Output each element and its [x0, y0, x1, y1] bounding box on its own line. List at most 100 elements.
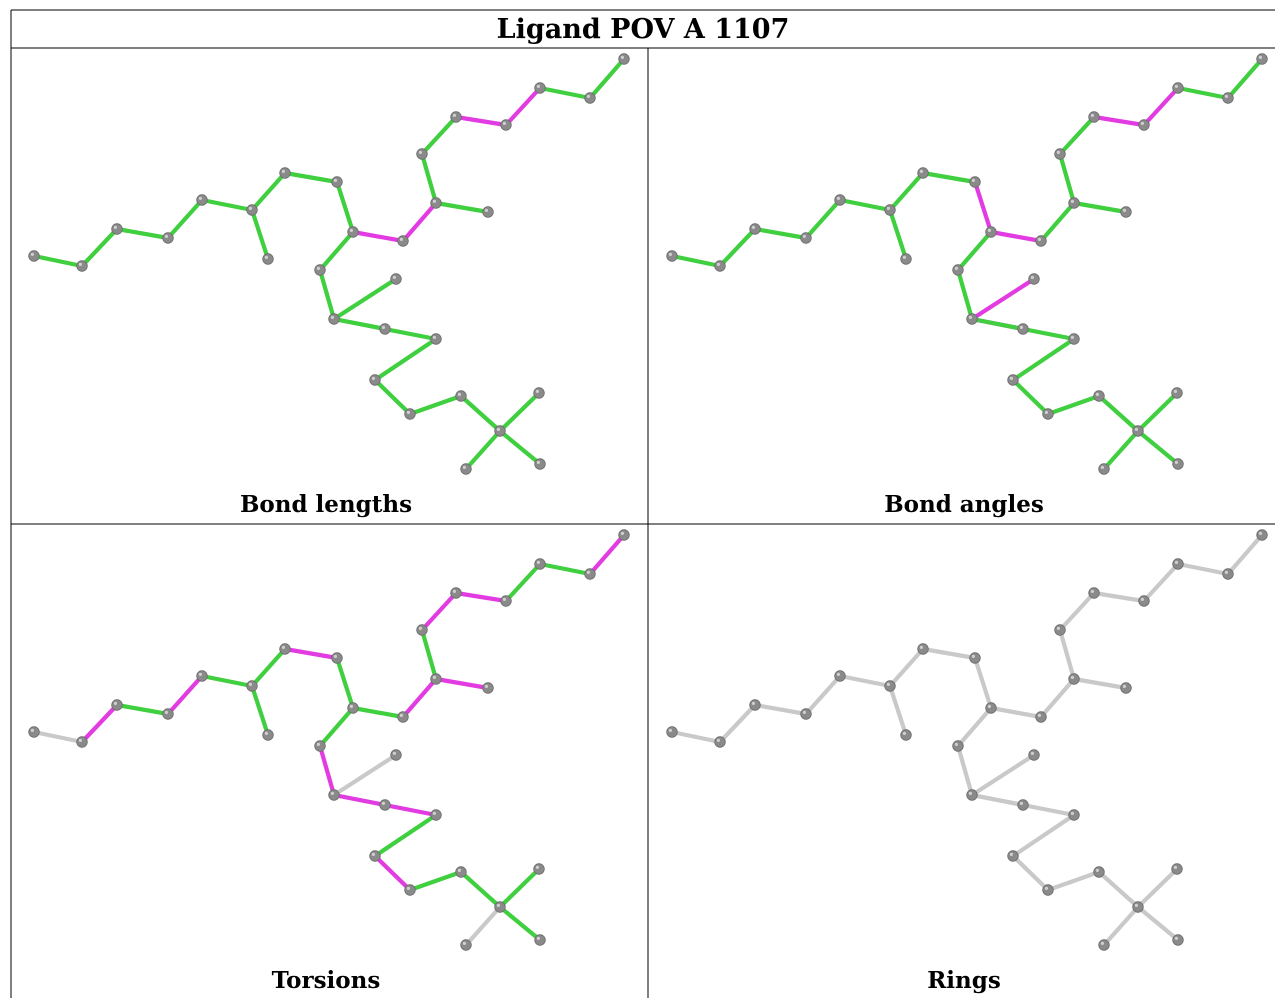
atom: [397, 711, 409, 723]
atom: [430, 673, 442, 685]
bond: [1091, 114, 1147, 128]
atom-highlight: [536, 560, 541, 564]
atom: [455, 866, 467, 878]
atom: [1222, 92, 1234, 104]
atom-highlight: [1122, 208, 1126, 212]
atom: [966, 313, 978, 325]
atom: [416, 148, 428, 160]
bond: [1101, 904, 1141, 948]
atom: [347, 702, 359, 714]
atom-highlight: [1044, 886, 1048, 890]
atom: [1093, 390, 1105, 402]
atom-highlight: [198, 672, 202, 676]
bond: [282, 646, 340, 661]
bond: [887, 683, 909, 738]
atom-highlight: [406, 886, 410, 890]
atom-highlight: [333, 654, 337, 658]
atom-highlight: [1122, 684, 1126, 688]
atom-highlight: [78, 262, 82, 266]
atom-highlight: [371, 376, 375, 380]
atom-highlight: [971, 178, 975, 182]
atom-highlight: [330, 315, 334, 319]
bond: [503, 85, 543, 128]
atom: [28, 250, 40, 262]
atom: [279, 643, 291, 655]
atom: [430, 809, 442, 821]
bond: [1057, 114, 1097, 157]
bond: [969, 752, 1037, 798]
bond: [114, 226, 171, 241]
atom-highlight: [198, 196, 202, 200]
atom-highlight: [1070, 335, 1074, 339]
atom: [1256, 53, 1268, 65]
bond: [1096, 393, 1141, 434]
atom: [1035, 235, 1047, 247]
atom: [460, 463, 472, 475]
bond: [453, 590, 509, 604]
atom: [900, 253, 912, 265]
atom: [494, 425, 506, 437]
atom: [379, 799, 391, 811]
bond: [955, 267, 975, 322]
atom-highlight: [264, 731, 268, 735]
bond: [1057, 590, 1097, 633]
atom-highlight: [1090, 589, 1094, 593]
atom: [618, 529, 630, 541]
atom-highlight: [392, 751, 396, 755]
bond: [537, 85, 593, 101]
bond: [955, 705, 994, 749]
bond: [372, 336, 439, 383]
bond: [988, 229, 1044, 244]
bond: [837, 197, 893, 213]
atom-highlight: [496, 903, 500, 907]
atom: [534, 934, 546, 946]
atom-highlight: [919, 645, 923, 649]
atom: [534, 558, 546, 570]
atom: [534, 458, 546, 470]
bond: [803, 673, 843, 717]
atom-highlight: [1224, 94, 1228, 98]
atom: [162, 708, 174, 720]
atom-highlight: [484, 684, 488, 688]
bond: [837, 673, 893, 689]
atom: [1035, 711, 1047, 723]
atom-highlight: [886, 206, 890, 210]
atom: [404, 408, 416, 420]
bond: [1135, 428, 1181, 467]
bond: [1175, 85, 1231, 101]
atom-highlight: [1090, 113, 1094, 117]
atom-highlight: [418, 150, 422, 154]
atom: [494, 901, 506, 913]
atom-highlight: [333, 178, 337, 182]
bond: [1045, 393, 1102, 417]
atom-highlight: [987, 228, 991, 232]
atom: [1068, 197, 1080, 209]
atom-highlight: [535, 389, 540, 393]
atom-highlight: [987, 704, 991, 708]
atom-highlight: [668, 252, 672, 256]
atom: [347, 226, 359, 238]
atom: [900, 729, 912, 741]
atom: [390, 749, 402, 761]
atom: [450, 111, 462, 123]
bond: [1101, 428, 1141, 472]
bond: [372, 812, 439, 859]
atom-highlight: [78, 738, 82, 742]
atom: [533, 863, 545, 875]
bond-angles-diagram: [666, 53, 1268, 475]
bond: [331, 752, 399, 798]
atom: [749, 699, 761, 711]
atom: [1172, 82, 1184, 94]
atom: [162, 232, 174, 244]
atom: [1120, 206, 1132, 218]
atom: [969, 176, 981, 188]
atom: [952, 264, 964, 276]
bond: [199, 673, 255, 689]
bond: [114, 702, 171, 717]
bond: [419, 627, 439, 682]
atom-highlight: [536, 936, 541, 940]
atom-highlight: [281, 169, 285, 173]
atom-highlight: [620, 55, 625, 59]
atom-highlight: [1258, 531, 1262, 535]
bond: [419, 151, 439, 206]
